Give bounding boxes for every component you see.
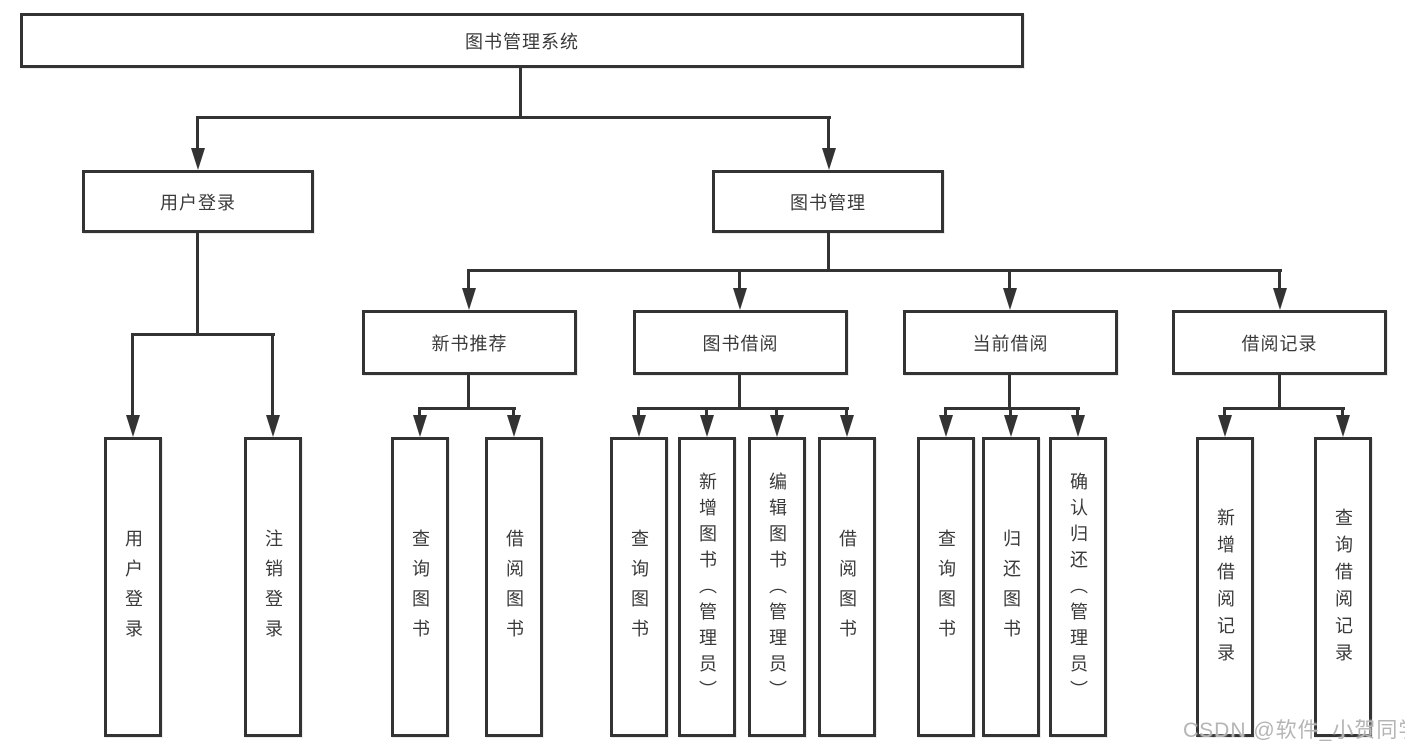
connector-bar xyxy=(1223,407,1345,410)
arrowhead-icon xyxy=(733,288,747,310)
connector-drop xyxy=(845,407,848,417)
connector-drop xyxy=(418,407,421,417)
connector-drop xyxy=(775,407,778,417)
node-label: 用户登录 xyxy=(160,192,236,213)
connector-bar xyxy=(944,407,1080,410)
arrowhead-icon xyxy=(1336,415,1350,437)
connector-drop xyxy=(1278,269,1281,290)
arrowhead-icon xyxy=(1004,415,1018,437)
arrowhead-icon xyxy=(1003,288,1017,310)
connector-userlogin-stem xyxy=(196,233,199,335)
node-label: 图书管理系统 xyxy=(465,31,579,52)
leaf-return-books: 归还图书 xyxy=(982,437,1040,737)
leaf-query-books-recommend: 查询图书 xyxy=(391,437,449,737)
connector-drop xyxy=(1008,269,1011,290)
node-current-borrowing: 当前借阅 xyxy=(903,310,1118,375)
node-label: 归还图书 xyxy=(1001,529,1021,649)
node-label: 新书推荐 xyxy=(431,333,508,354)
arrowhead-icon xyxy=(126,415,140,437)
connector-drop xyxy=(637,407,640,417)
arrowhead-icon xyxy=(1218,415,1232,437)
node-book-borrowing: 图书借阅 xyxy=(633,310,848,375)
arrowhead-icon xyxy=(700,415,714,437)
node-book-management: 图书管理 xyxy=(712,170,944,233)
node-label: 注销登录 xyxy=(263,529,283,649)
connector-drop xyxy=(705,407,708,417)
node-label: 查询图书 xyxy=(629,529,649,649)
connector-drop xyxy=(944,407,947,417)
leaf-query-books-current: 查询图书 xyxy=(917,437,975,737)
connector-root-stem xyxy=(519,68,522,117)
arrowhead-icon xyxy=(462,288,476,310)
arrowhead-icon xyxy=(840,415,854,437)
arrowhead-icon xyxy=(1071,415,1085,437)
connector-bar xyxy=(418,407,516,410)
node-label: 查询图书 xyxy=(936,529,956,649)
connector-stem xyxy=(1008,375,1011,409)
connector-userlogin-bar xyxy=(131,333,275,336)
arrowhead-icon xyxy=(507,415,521,437)
leaf-edit-books-admin: 编辑图书（管理员） xyxy=(748,437,806,737)
arrowhead-icon xyxy=(413,415,427,437)
node-label: 借阅图书 xyxy=(837,529,857,649)
arrowhead-icon xyxy=(266,415,280,437)
arrowhead-icon xyxy=(770,415,784,437)
arrowhead-icon xyxy=(191,148,205,170)
arrowhead-icon xyxy=(822,148,836,170)
leaf-logout: 注销登录 xyxy=(244,437,302,737)
connector-drop xyxy=(512,407,515,417)
leaf-add-borrow-record: 新增借阅记录 xyxy=(1196,437,1254,737)
node-label: 图书管理 xyxy=(790,192,866,213)
node-label: 查询图书 xyxy=(410,529,430,649)
leaf-borrow-books-borrowing: 借阅图书 xyxy=(818,437,876,737)
leaf-borrow-books-recommend: 借阅图书 xyxy=(485,437,543,737)
connector-level1-bar xyxy=(197,116,831,119)
connector-bar xyxy=(637,407,849,410)
connector-drop xyxy=(196,116,199,150)
leaf-query-books-borrowing: 查询图书 xyxy=(610,437,668,737)
node-label: 确认归还（管理员） xyxy=(1068,472,1088,706)
node-borrowing-records: 借阅记录 xyxy=(1172,310,1387,375)
connector-drop xyxy=(1223,407,1226,417)
csdn-watermark: CSDN @软件_小贺同学 xyxy=(1183,719,1405,742)
leaf-add-books-admin: 新增图书（管理员） xyxy=(678,437,736,737)
node-label: 当前借阅 xyxy=(972,333,1049,354)
arrowhead-icon xyxy=(939,415,953,437)
node-label: 新增图书（管理员） xyxy=(697,472,717,706)
node-label: 借阅图书 xyxy=(504,529,524,649)
connector-bookmgmt-stem xyxy=(827,233,830,272)
connector-drop xyxy=(1076,407,1079,417)
node-label: 新增借阅记录 xyxy=(1215,508,1235,670)
connector-drop xyxy=(467,269,470,290)
connector-stem xyxy=(467,375,470,409)
node-new-book-recommendation: 新书推荐 xyxy=(362,310,577,375)
leaf-query-borrow-record: 查询借阅记录 xyxy=(1314,437,1372,737)
leaf-confirm-return-admin: 确认归还（管理员） xyxy=(1049,437,1107,737)
node-label: 编辑图书（管理员） xyxy=(767,472,787,706)
connector-drop xyxy=(827,116,830,150)
node-user-login: 用户登录 xyxy=(82,170,314,233)
node-library-management-system: 图书管理系统 xyxy=(20,13,1024,68)
connector-stem xyxy=(1278,375,1281,409)
arrowhead-icon xyxy=(1273,288,1287,310)
connector-stem xyxy=(738,375,741,409)
node-label: 借阅记录 xyxy=(1241,333,1318,354)
connector-drop xyxy=(738,269,741,290)
node-label: 用户登录 xyxy=(123,529,143,649)
connector-drop xyxy=(131,333,134,415)
leaf-user-login: 用户登录 xyxy=(104,437,162,737)
connector-drop xyxy=(271,333,274,415)
connector-drop xyxy=(1341,407,1344,417)
arrowhead-icon xyxy=(632,415,646,437)
node-label: 查询借阅记录 xyxy=(1333,508,1353,670)
node-label: 图书借阅 xyxy=(702,333,779,354)
connector-drop xyxy=(1009,407,1012,417)
connector-level2-bar xyxy=(467,269,1282,272)
